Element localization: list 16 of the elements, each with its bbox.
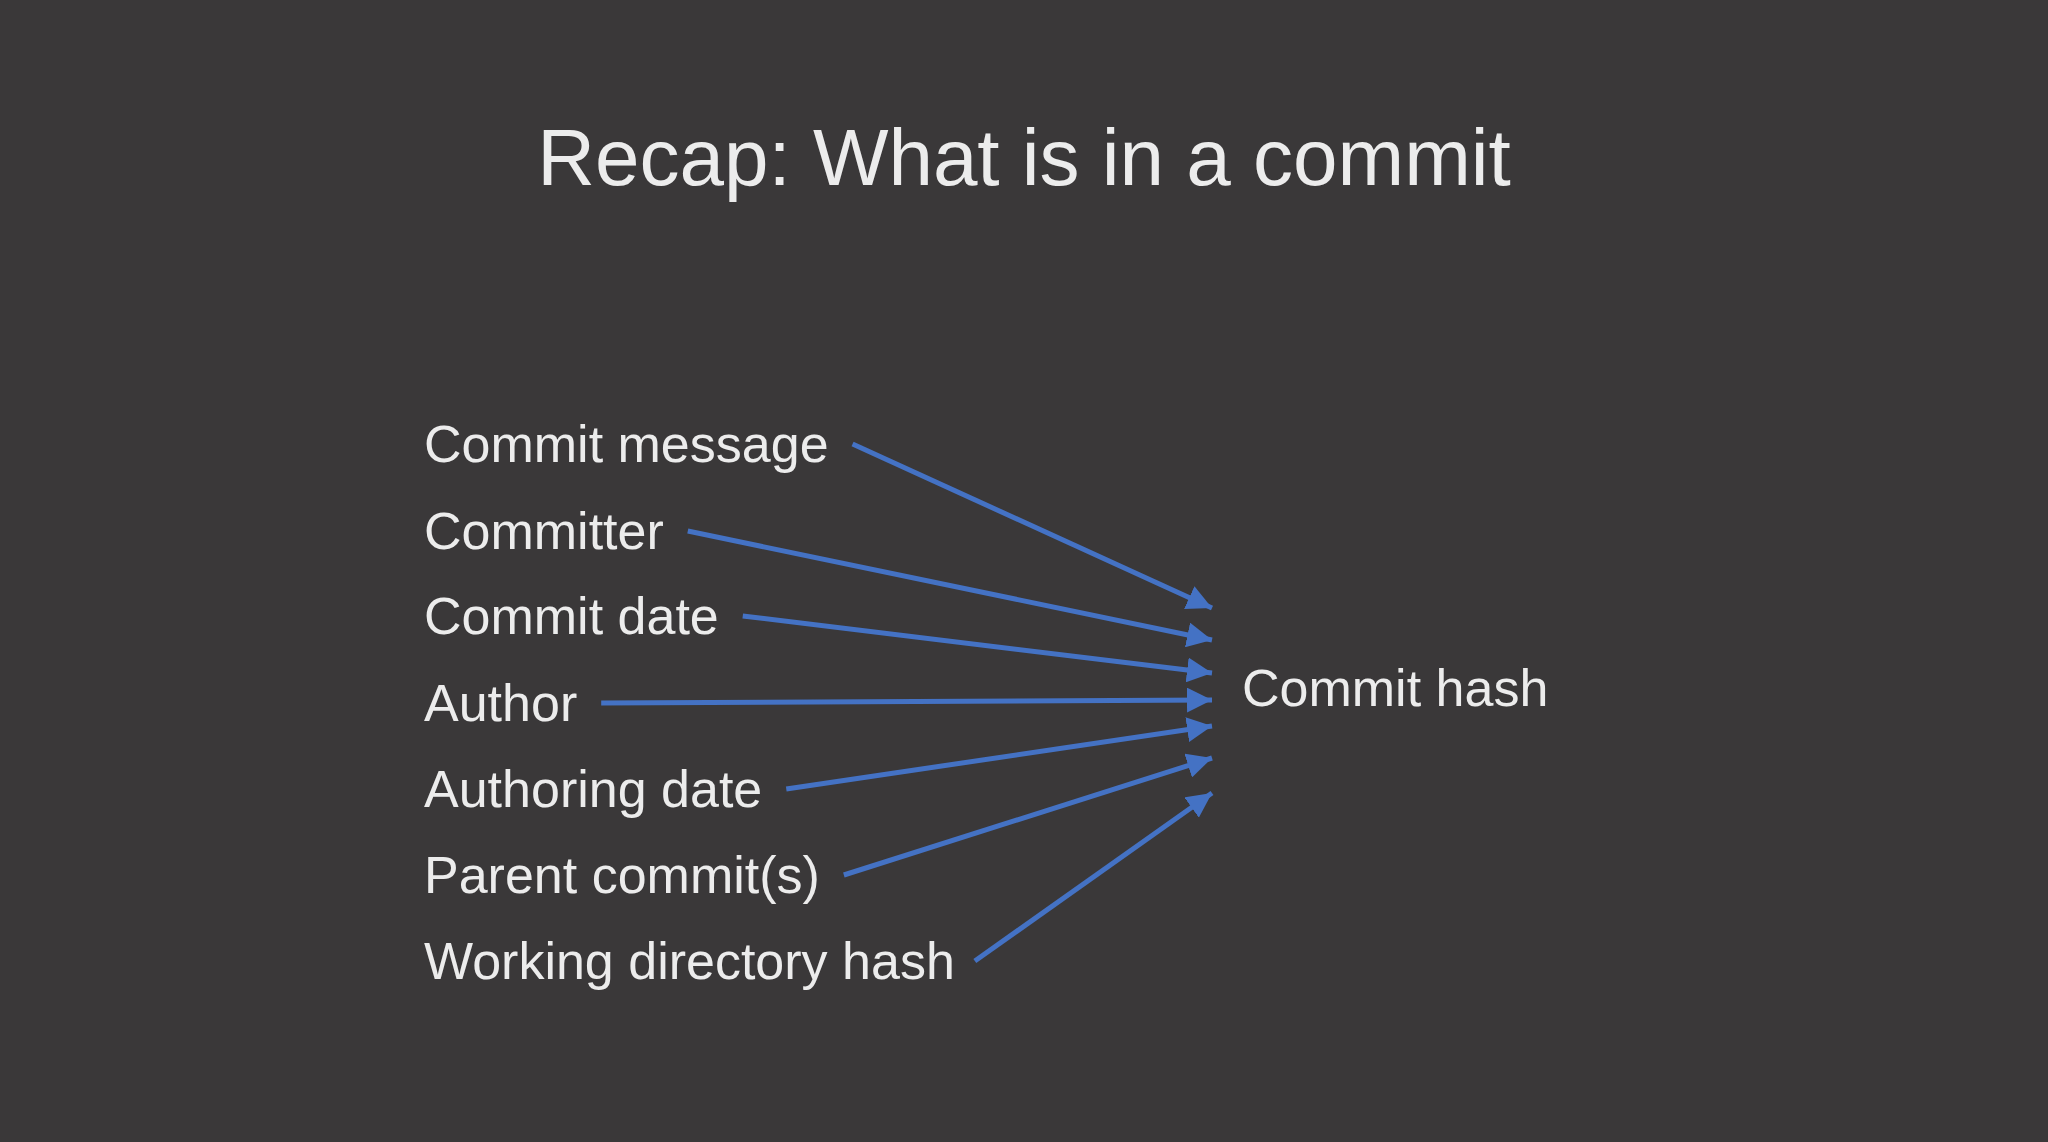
arrow xyxy=(843,753,1213,878)
item-label: Author xyxy=(424,673,602,733)
item-label: Working directory hash xyxy=(424,931,975,991)
arrow xyxy=(601,687,1212,713)
result-label: Commit hash xyxy=(1212,600,1549,780)
item-label: Commit date xyxy=(424,586,743,646)
item-label: Authoring date xyxy=(424,759,787,819)
arrow xyxy=(851,441,1214,611)
arrow xyxy=(973,790,1214,964)
item-label: Committer xyxy=(424,501,688,561)
arrow xyxy=(785,717,1213,792)
arrow xyxy=(742,613,1213,683)
item-label: Parent commit(s) xyxy=(424,845,844,905)
arrow xyxy=(687,528,1213,648)
item-label: Commit message xyxy=(424,414,853,474)
slide-title: Recap: What is in a commit xyxy=(536,112,1512,204)
